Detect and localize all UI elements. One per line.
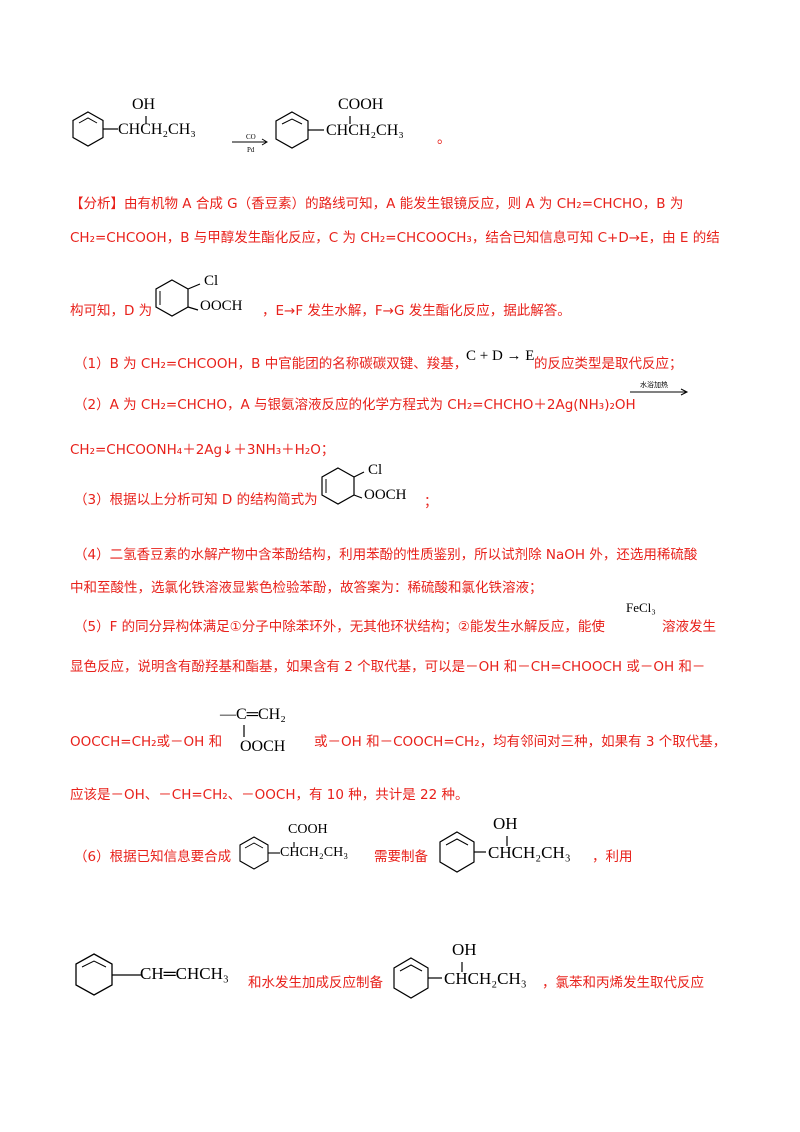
benzene-ring — [275, 111, 309, 149]
q3-structure — [321, 467, 365, 505]
analysis-line-1: 【分析】由有机物 A 合成 G（香豆素）的路线可知，A 能发生银镜反应，则 A … — [70, 196, 684, 212]
q6-alkene-chain: CH═CHCH₃ — [140, 964, 229, 983]
q6-mid: 需要制备 — [374, 849, 428, 865]
arrow-label-top: CO — [246, 133, 256, 141]
q6-alcohol2-structure — [393, 957, 463, 999]
analysis-line-2: CH₂=CHCOOH，B 与甲醇发生酯化反应，C 为 CH₂=CHCOOCH₃，… — [70, 230, 720, 246]
q6-line-2-post: ，氯苯和丙烯发生取代反应 — [542, 975, 704, 991]
benzene-ring — [72, 111, 104, 147]
q5-branch-top: —C═CH₂ — [220, 706, 286, 723]
analysis-line-3-pre: 构可知，D 为 — [70, 303, 153, 319]
q3-cl: Cl — [368, 462, 383, 478]
benzene-ring — [239, 836, 269, 870]
q6-acid-chain: CHCH₂CH₃ — [280, 845, 349, 860]
q5-reagent: FeCl₃ — [626, 600, 656, 615]
q6-alcohol-oh: OH — [493, 814, 518, 833]
q6-post: ，利用 — [592, 849, 633, 865]
benzene-ring — [155, 279, 189, 317]
reactant-oh: OH — [132, 96, 156, 113]
reaction-arrow — [232, 138, 268, 146]
arrow-label-bottom: Pd — [247, 146, 255, 154]
benzene-ring — [393, 957, 429, 999]
q1-pre: （1）B 为 CH₂=CHCOOH，B 中官能团的名称碳碳双键、羧基， — [74, 356, 468, 372]
q5-line-2: 显色反应，说明含有酚羟基和酯基，如果含有 2 个取代基，可以是－OH 和－CH=… — [70, 659, 706, 675]
q3-post: ； — [424, 494, 438, 510]
q6-line-2-mid: 和水发生加成反应制备 — [248, 975, 383, 991]
q2-arrow — [630, 388, 689, 396]
product-cooh: COOH — [338, 96, 384, 113]
compound-d-cl: Cl — [204, 273, 219, 289]
q1-formula: C + D → E — [466, 348, 535, 364]
q5-line-1-pre: （5）F 的同分异构体满足①分子中除苯环外，无其他环状结构；②能发生水解反应，能… — [74, 619, 605, 635]
q5-line-1-post: 溶液发生 — [662, 619, 716, 635]
q6-acid-cooh: COOH — [288, 822, 328, 837]
q2-line-2: CH₂=CHCOONH₄＋2Ag↓＋3NH₃＋H₂O； — [70, 442, 335, 458]
q5-line-4: 应该是－OH、－CH=CH₂、－OOCH，有 10 种，共计是 22 种。 — [70, 787, 469, 803]
analysis-line-3-post: ，E→F 发生水解，F→G 发生酯化反应，据此解答。 — [262, 303, 571, 319]
q6-alcohol-structure — [439, 831, 508, 873]
q5-line-3-pre: OOCCH=CH₂或－OH 和 — [70, 734, 223, 750]
benzene-ring — [75, 953, 113, 996]
product-structure — [275, 111, 351, 149]
reactant-chain: CHCH₂CH₃ — [118, 121, 196, 138]
q3-pre: （3）根据以上分析可知 D 的结构简式为 — [74, 492, 318, 508]
q6-alcohol2-chain: CHCH₂CH₃ — [444, 969, 527, 988]
q6-alcohol-chain: CHCH₂CH₃ — [488, 843, 571, 862]
q6-pre: （6）根据已知信息要合成 — [74, 849, 232, 865]
q6-alkene-structure — [75, 953, 142, 996]
q6-acid-structure — [239, 836, 295, 870]
q6-alcohol2-oh: OH — [452, 940, 477, 959]
q2-line-1: （2）A 为 CH₂=CHCHO，A 与银氨溶液反应的化学方程式为 CH₂=CH… — [74, 397, 636, 413]
q4-line-1: （4）二氢香豆素的水解产物中含苯酚结构，利用苯酚的性质鉴别，所以试剂除 NaOH… — [74, 547, 698, 563]
reactant-structure — [72, 111, 147, 147]
q2-arrow-label: 水浴加热 — [640, 381, 668, 389]
q3-group: OOCH — [364, 487, 407, 503]
q5-branch-bottom: OOCH — [240, 738, 286, 755]
q1-post: 的反应类型是取代反应； — [534, 356, 683, 372]
benzene-ring — [439, 831, 475, 873]
end-mark: 。 — [437, 132, 451, 147]
benzene-ring — [321, 467, 355, 505]
q4-line-2: 中和至酸性，选氯化铁溶液显紫色检验苯酚，故答案为：稀硫酸和氯化铁溶液； — [70, 580, 543, 596]
compound-d-group: OOCH — [200, 298, 243, 314]
q5-branch-bond — [243, 725, 245, 737]
q5-line-3-post: 或－OH 和－COOCH=CH₂，均有邻间对三种，如果有 3 个取代基， — [314, 734, 727, 750]
compound-d-structure — [155, 279, 201, 317]
product-chain: CHCH₂CH₃ — [326, 122, 404, 139]
